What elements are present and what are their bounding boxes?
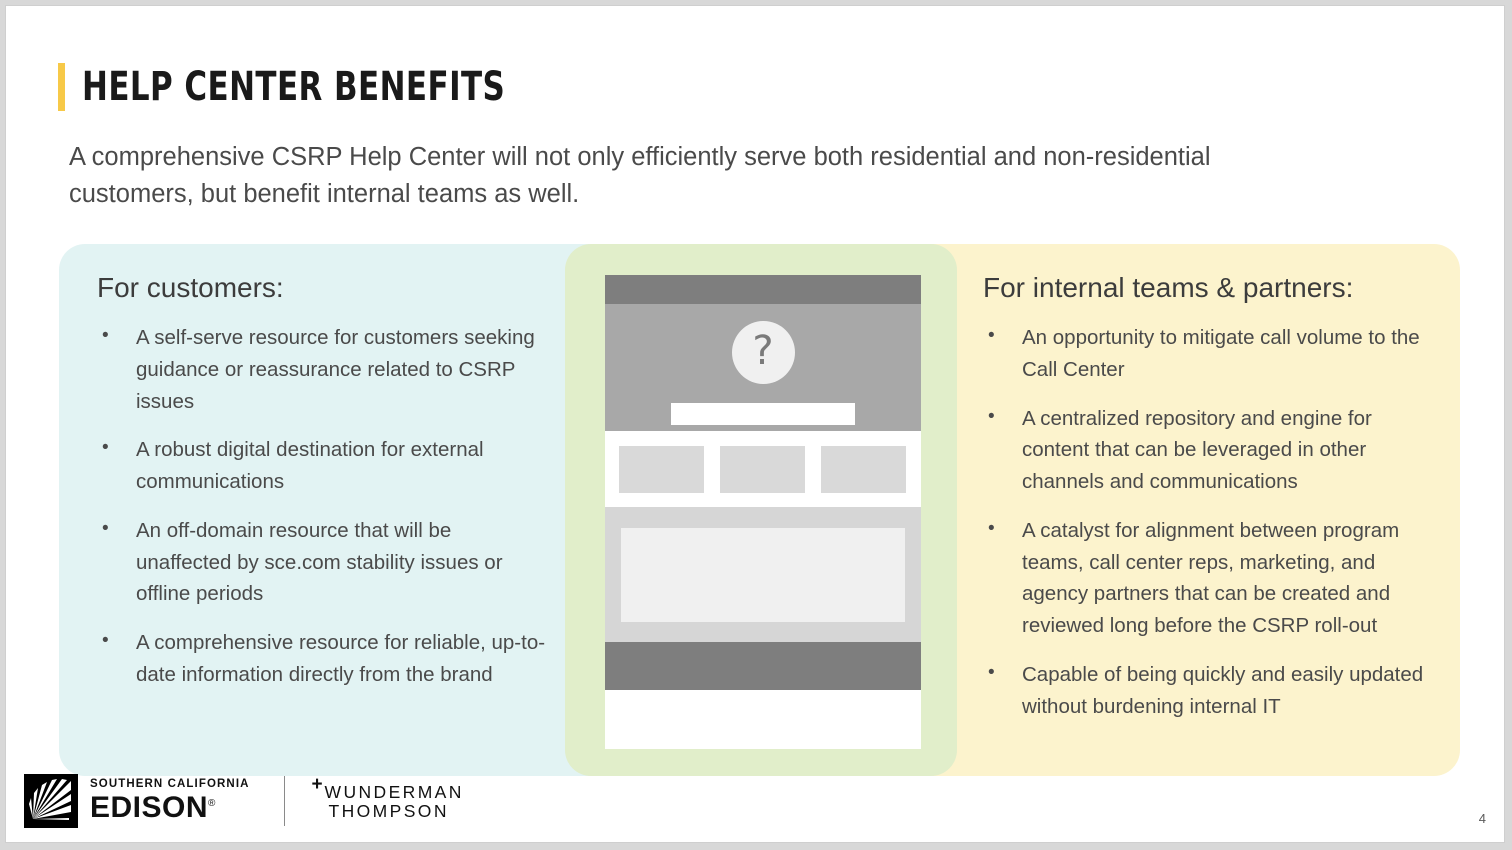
plus-icon: + — [311, 774, 323, 796]
title-accent-bar — [58, 63, 65, 111]
mockup-footer-bar — [605, 642, 921, 690]
list-item: A comprehensive resource for reliable, u… — [98, 626, 550, 691]
wunderman-thompson-logo: + WUNDERMAN THOMPSON — [312, 775, 464, 821]
list-item: A centralized repository and engine for … — [984, 402, 1436, 498]
question-mark-glyph: ? — [752, 328, 774, 374]
sce-top-line: SOUTHERN CALIFORNIA — [90, 778, 250, 791]
slide: HELP CENTER BENEFITS A comprehensive CSR… — [5, 5, 1505, 843]
list-item: An opportunity to mitigate call volume t… — [984, 321, 1436, 386]
list-item: A robust digital destination for externa… — [98, 433, 550, 498]
mockup-card — [720, 446, 805, 493]
sce-sunburst-icon — [24, 774, 78, 828]
thompson-line: THOMPSON — [328, 801, 449, 821]
sce-wordmark: SOUTHERN CALIFORNIA EDISON® — [90, 779, 250, 823]
mockup-header-bar — [605, 275, 921, 304]
wunderman-line: WUNDERMAN — [324, 782, 464, 803]
list-item: Capable of being quickly and easily upda… — [984, 658, 1436, 723]
registered-mark-icon: ® — [208, 797, 216, 809]
customers-bullet-list: A self-serve resource for customers seek… — [98, 321, 550, 708]
website-wireframe-mockup: ? — [605, 275, 921, 749]
mockup-card-row — [605, 446, 921, 493]
mockup-search-bar — [671, 403, 855, 425]
list-item: A self-serve resource for customers seek… — [98, 321, 550, 417]
logo-divider — [283, 776, 285, 826]
list-item: An off-domain resource that will be unaf… — [98, 514, 550, 610]
heading-for-customers: For customers: — [97, 272, 284, 303]
page-title: HELP CENTER BENEFITS — [58, 61, 574, 113]
slide-footer: SOUTHERN CALIFORNIA EDISON® + WUNDERMAN … — [6, 768, 1504, 842]
mockup-content-block — [621, 528, 905, 622]
question-mark-icon: ? — [731, 321, 795, 384]
sce-edison-text: EDISON — [90, 790, 209, 824]
mockup-card — [619, 446, 704, 493]
internal-bullet-list: An opportunity to mitigate call volume t… — [984, 321, 1436, 739]
title-text: HELP CENTER BENEFITS — [82, 64, 506, 110]
logo-group: SOUTHERN CALIFORNIA EDISON® + WUNDERMAN … — [24, 774, 464, 828]
sunburst-rays — [24, 774, 78, 828]
sce-main-line: EDISON® — [90, 790, 216, 824]
page-number: 4 — [1478, 811, 1486, 826]
list-item: A catalyst for alignment between program… — [984, 514, 1436, 642]
heading-for-internal-teams: For internal teams & partners: — [983, 272, 1354, 303]
mockup-card — [821, 446, 906, 493]
subtitle-text: A comprehensive CSRP Help Center will no… — [69, 143, 1211, 208]
